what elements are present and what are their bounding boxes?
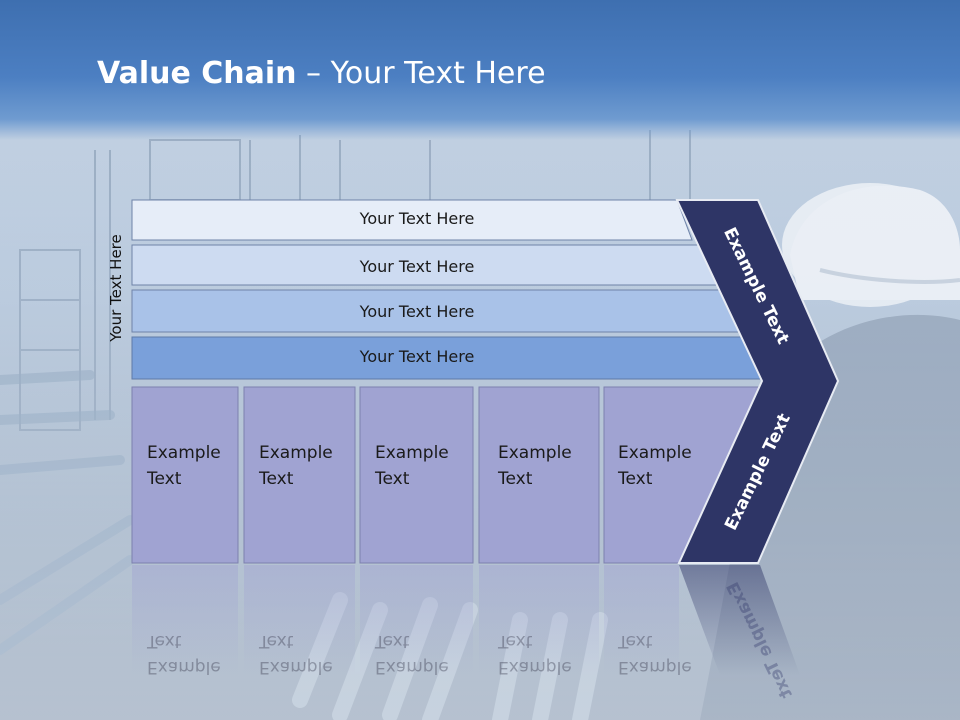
margin-chevron: [675, 199, 840, 564]
activity-box-3: [359, 386, 474, 564]
support-band-label-1: Your Text Here: [359, 209, 475, 228]
title-rest: – Your Text Here: [296, 56, 546, 91]
title-bold: Value Chain: [97, 56, 297, 91]
activity-box-1: [131, 386, 239, 564]
support-band-1: [131, 199, 693, 241]
support-band-label-2: Your Text Here: [359, 257, 475, 276]
activity-box-2: [243, 386, 356, 564]
slide-title: Value Chain – Your Text Here: [97, 56, 546, 91]
activity-box-4: [478, 386, 600, 564]
header-band: [0, 0, 960, 140]
support-band-label-3: Your Text Here: [359, 302, 475, 321]
support-band-label-4: Your Text Here: [359, 347, 475, 366]
